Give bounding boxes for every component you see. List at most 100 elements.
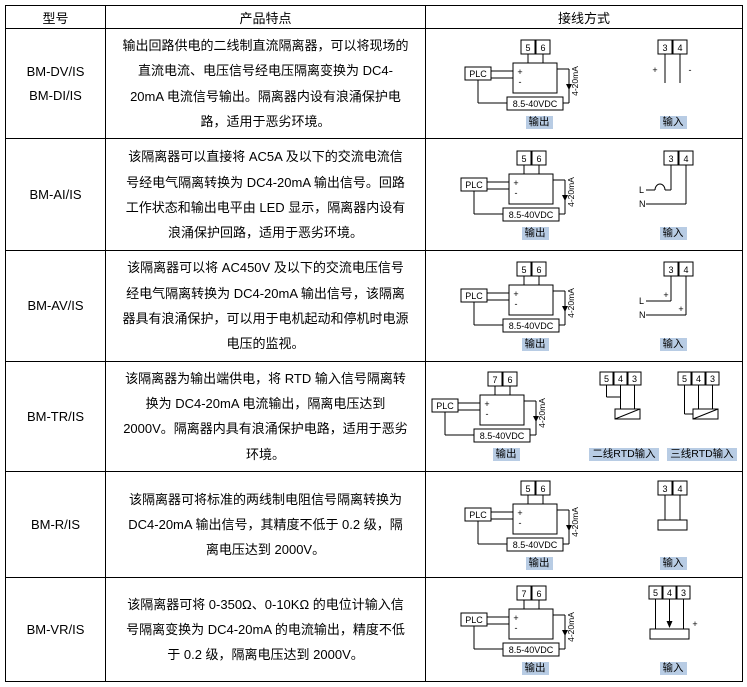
plus-sign: + bbox=[678, 304, 683, 314]
output-wiring-graphic: 5 6 + - PLC 8.5-40VDC bbox=[464, 39, 580, 111]
input-wiring-graphic: 3 4 L N bbox=[639, 150, 694, 209]
signal-range-label: 4-20mA bbox=[537, 398, 547, 428]
input-diagram: 3 4 + + L N 输入 bbox=[637, 261, 709, 352]
wiring-cell: 5 6 + - PLC 8.5-40VDC bbox=[425, 250, 743, 362]
plus-sign: + bbox=[692, 619, 697, 629]
input-diagram: 3 4 L N 输入 bbox=[637, 150, 709, 240]
supply-voltage-label: 8.5-40VDC bbox=[480, 431, 525, 441]
output-wiring-graphic: 5 6 + - PLC 8.5-40VDC bbox=[464, 480, 580, 552]
product-table: 型号 产品特点 接线方式 BM-DV/IS BM-DI/IS 输出回路供电的二线… bbox=[5, 5, 743, 683]
features-cell: 该隔离器可以将 AC450V 及以下的交流电压信号经电气隔离转换为 DC4-20… bbox=[105, 250, 426, 362]
rtd-3wire-input-diagram: 5 4 3 三线RTD输入 bbox=[666, 371, 738, 462]
terminal-number: 3 bbox=[662, 43, 667, 53]
terminal-number: 3 bbox=[668, 265, 673, 275]
terminal-number: 6 bbox=[536, 589, 541, 599]
output-label: 输出 bbox=[521, 661, 549, 675]
model-cell: BM-AI/IS bbox=[5, 138, 106, 252]
minus-sign: - bbox=[515, 299, 518, 309]
wiring-cell: 5 6 + - PLC 8.5-40VDC bbox=[425, 471, 743, 579]
minus-sign: - bbox=[519, 518, 522, 528]
features-cell: 输出回路供电的二线制直流隔离器，可以将现场的直流电流、电压信号经电压隔离变换为 … bbox=[105, 27, 426, 140]
terminal-number: 5 bbox=[521, 154, 526, 164]
signal-range-label: 4-20mA bbox=[566, 611, 576, 641]
output-label: 输出 bbox=[521, 226, 549, 240]
terminal-number: 6 bbox=[507, 375, 512, 385]
wiring-cell: 5 6 + - PLC 8.5-40VDC bbox=[425, 138, 743, 252]
model-cell: BM-DV/IS BM-DI/IS bbox=[5, 27, 106, 140]
terminal-number: 5 bbox=[682, 374, 687, 384]
input-label: 输入 bbox=[659, 226, 687, 240]
terminal-number: 4 bbox=[667, 588, 672, 598]
terminal-number: 5 bbox=[525, 484, 530, 494]
input-wiring-graphic: 3 4 + - bbox=[652, 39, 692, 83]
minus-sign: - bbox=[519, 77, 522, 87]
input-label: 输入 bbox=[659, 338, 687, 352]
output-wiring-graphic: 7 6 + - PLC 8.5-40VDC bbox=[460, 585, 576, 657]
rtd-3wire-graphic: 5 4 3 bbox=[677, 371, 720, 420]
terminal-number: 4 bbox=[618, 374, 623, 384]
potentiometer-input-graphic: 5 4 3 + bbox=[648, 585, 698, 640]
model-cell: BM-VR/IS bbox=[5, 577, 106, 683]
output-wiring-graphic: 5 6 + - PLC 8.5-40VDC bbox=[460, 150, 576, 222]
header-features: 产品特点 bbox=[105, 5, 426, 29]
terminal-number: 3 bbox=[681, 588, 686, 598]
terminal-number: 4 bbox=[677, 484, 682, 494]
signal-range-label: 4-20mA bbox=[570, 65, 580, 95]
output-diagram: 7 6 + - PLC 8.5-40VDC bbox=[430, 371, 582, 462]
plus-sign: + bbox=[484, 399, 489, 409]
plc-label: PLC bbox=[465, 291, 483, 301]
input-wiring-graphic: 3 4 bbox=[657, 480, 688, 531]
plus-sign: + bbox=[517, 67, 522, 77]
plus-sign: + bbox=[663, 290, 668, 300]
features-cell: 该隔离器可将 0-350Ω、0-10KΩ 的电位计输入信号隔离变换为 DC4-2… bbox=[105, 577, 426, 683]
terminal-number: 3 bbox=[668, 154, 673, 164]
table-row: BM-TR/IS 该隔离器为输出端供电，将 RTD 输入信号隔离转换为 DC4-… bbox=[5, 360, 743, 473]
input-diagram: 3 4 输入 bbox=[641, 480, 705, 570]
terminal-number: 4 bbox=[677, 43, 682, 53]
terminal-number: 3 bbox=[710, 374, 715, 384]
terminal-number: 6 bbox=[536, 154, 541, 164]
supply-voltage-label: 8.5-40VDC bbox=[513, 540, 558, 550]
model-cell: BM-R/IS bbox=[5, 471, 106, 579]
signal-range-label: 4-20mA bbox=[566, 288, 576, 318]
plc-label: PLC bbox=[469, 510, 487, 520]
terminal-number: 4 bbox=[683, 265, 688, 275]
wiring-cell: 5 6 + - PLC 8.5-40VDC bbox=[425, 27, 743, 140]
minus-sign: - bbox=[515, 623, 518, 633]
plc-label: PLC bbox=[436, 401, 454, 411]
line-N-label: N bbox=[639, 199, 646, 209]
output-diagram: 7 6 + - PLC 8.5-40VDC bbox=[459, 585, 611, 675]
output-wiring-graphic: 7 6 + - PLC 8.5-40VDC bbox=[431, 371, 547, 443]
signal-range-label: 4-20mA bbox=[570, 506, 580, 536]
rtd-2wire-label: 二线RTD输入 bbox=[589, 448, 659, 462]
supply-voltage-label: 8.5-40VDC bbox=[509, 321, 554, 331]
supply-voltage-label: 8.5-40VDC bbox=[509, 645, 554, 655]
signal-range-label: 4-20mA bbox=[566, 177, 576, 207]
output-diagram: 5 6 + - PLC 8.5-40VDC bbox=[463, 480, 615, 570]
wiring-cell: 7 6 + - PLC 8.5-40VDC bbox=[425, 360, 743, 473]
header-row: 型号 产品特点 接线方式 bbox=[5, 5, 743, 29]
supply-voltage-label: 8.5-40VDC bbox=[509, 210, 554, 220]
rtd-3wire-label: 三线RTD输入 bbox=[667, 448, 737, 462]
terminal-number: 5 bbox=[525, 43, 530, 53]
minus-sign: - bbox=[486, 409, 489, 419]
potentiometer-symbol bbox=[649, 628, 690, 640]
supply-voltage-label: 8.5-40VDC bbox=[513, 99, 558, 109]
plus-sign: + bbox=[513, 613, 518, 623]
features-cell: 该隔离器为输出端供电，将 RTD 输入信号隔离转换为 DC4-20mA 电流输出… bbox=[105, 360, 426, 473]
terminal-number: 7 bbox=[492, 375, 497, 385]
terminal-number: 6 bbox=[536, 265, 541, 275]
terminal-number: 5 bbox=[521, 265, 526, 275]
plus-sign: + bbox=[513, 178, 518, 188]
plc-label: PLC bbox=[465, 615, 483, 625]
terminal-number: 3 bbox=[632, 374, 637, 384]
table-row: BM-AV/IS 该隔离器可以将 AC450V 及以下的交流电压信号经电气隔离转… bbox=[5, 250, 743, 362]
input-label: 输入 bbox=[659, 556, 687, 570]
line-L-label: L bbox=[639, 185, 644, 195]
output-label: 输出 bbox=[521, 338, 549, 352]
terminal-number: 5 bbox=[653, 588, 658, 598]
line-L-label: L bbox=[639, 296, 644, 306]
features-cell: 该隔离器可以直接将 AC5A 及以下的交流电流信号经电气隔离转换为 DC4-20… bbox=[105, 138, 426, 252]
model-cell: BM-TR/IS bbox=[5, 360, 106, 473]
